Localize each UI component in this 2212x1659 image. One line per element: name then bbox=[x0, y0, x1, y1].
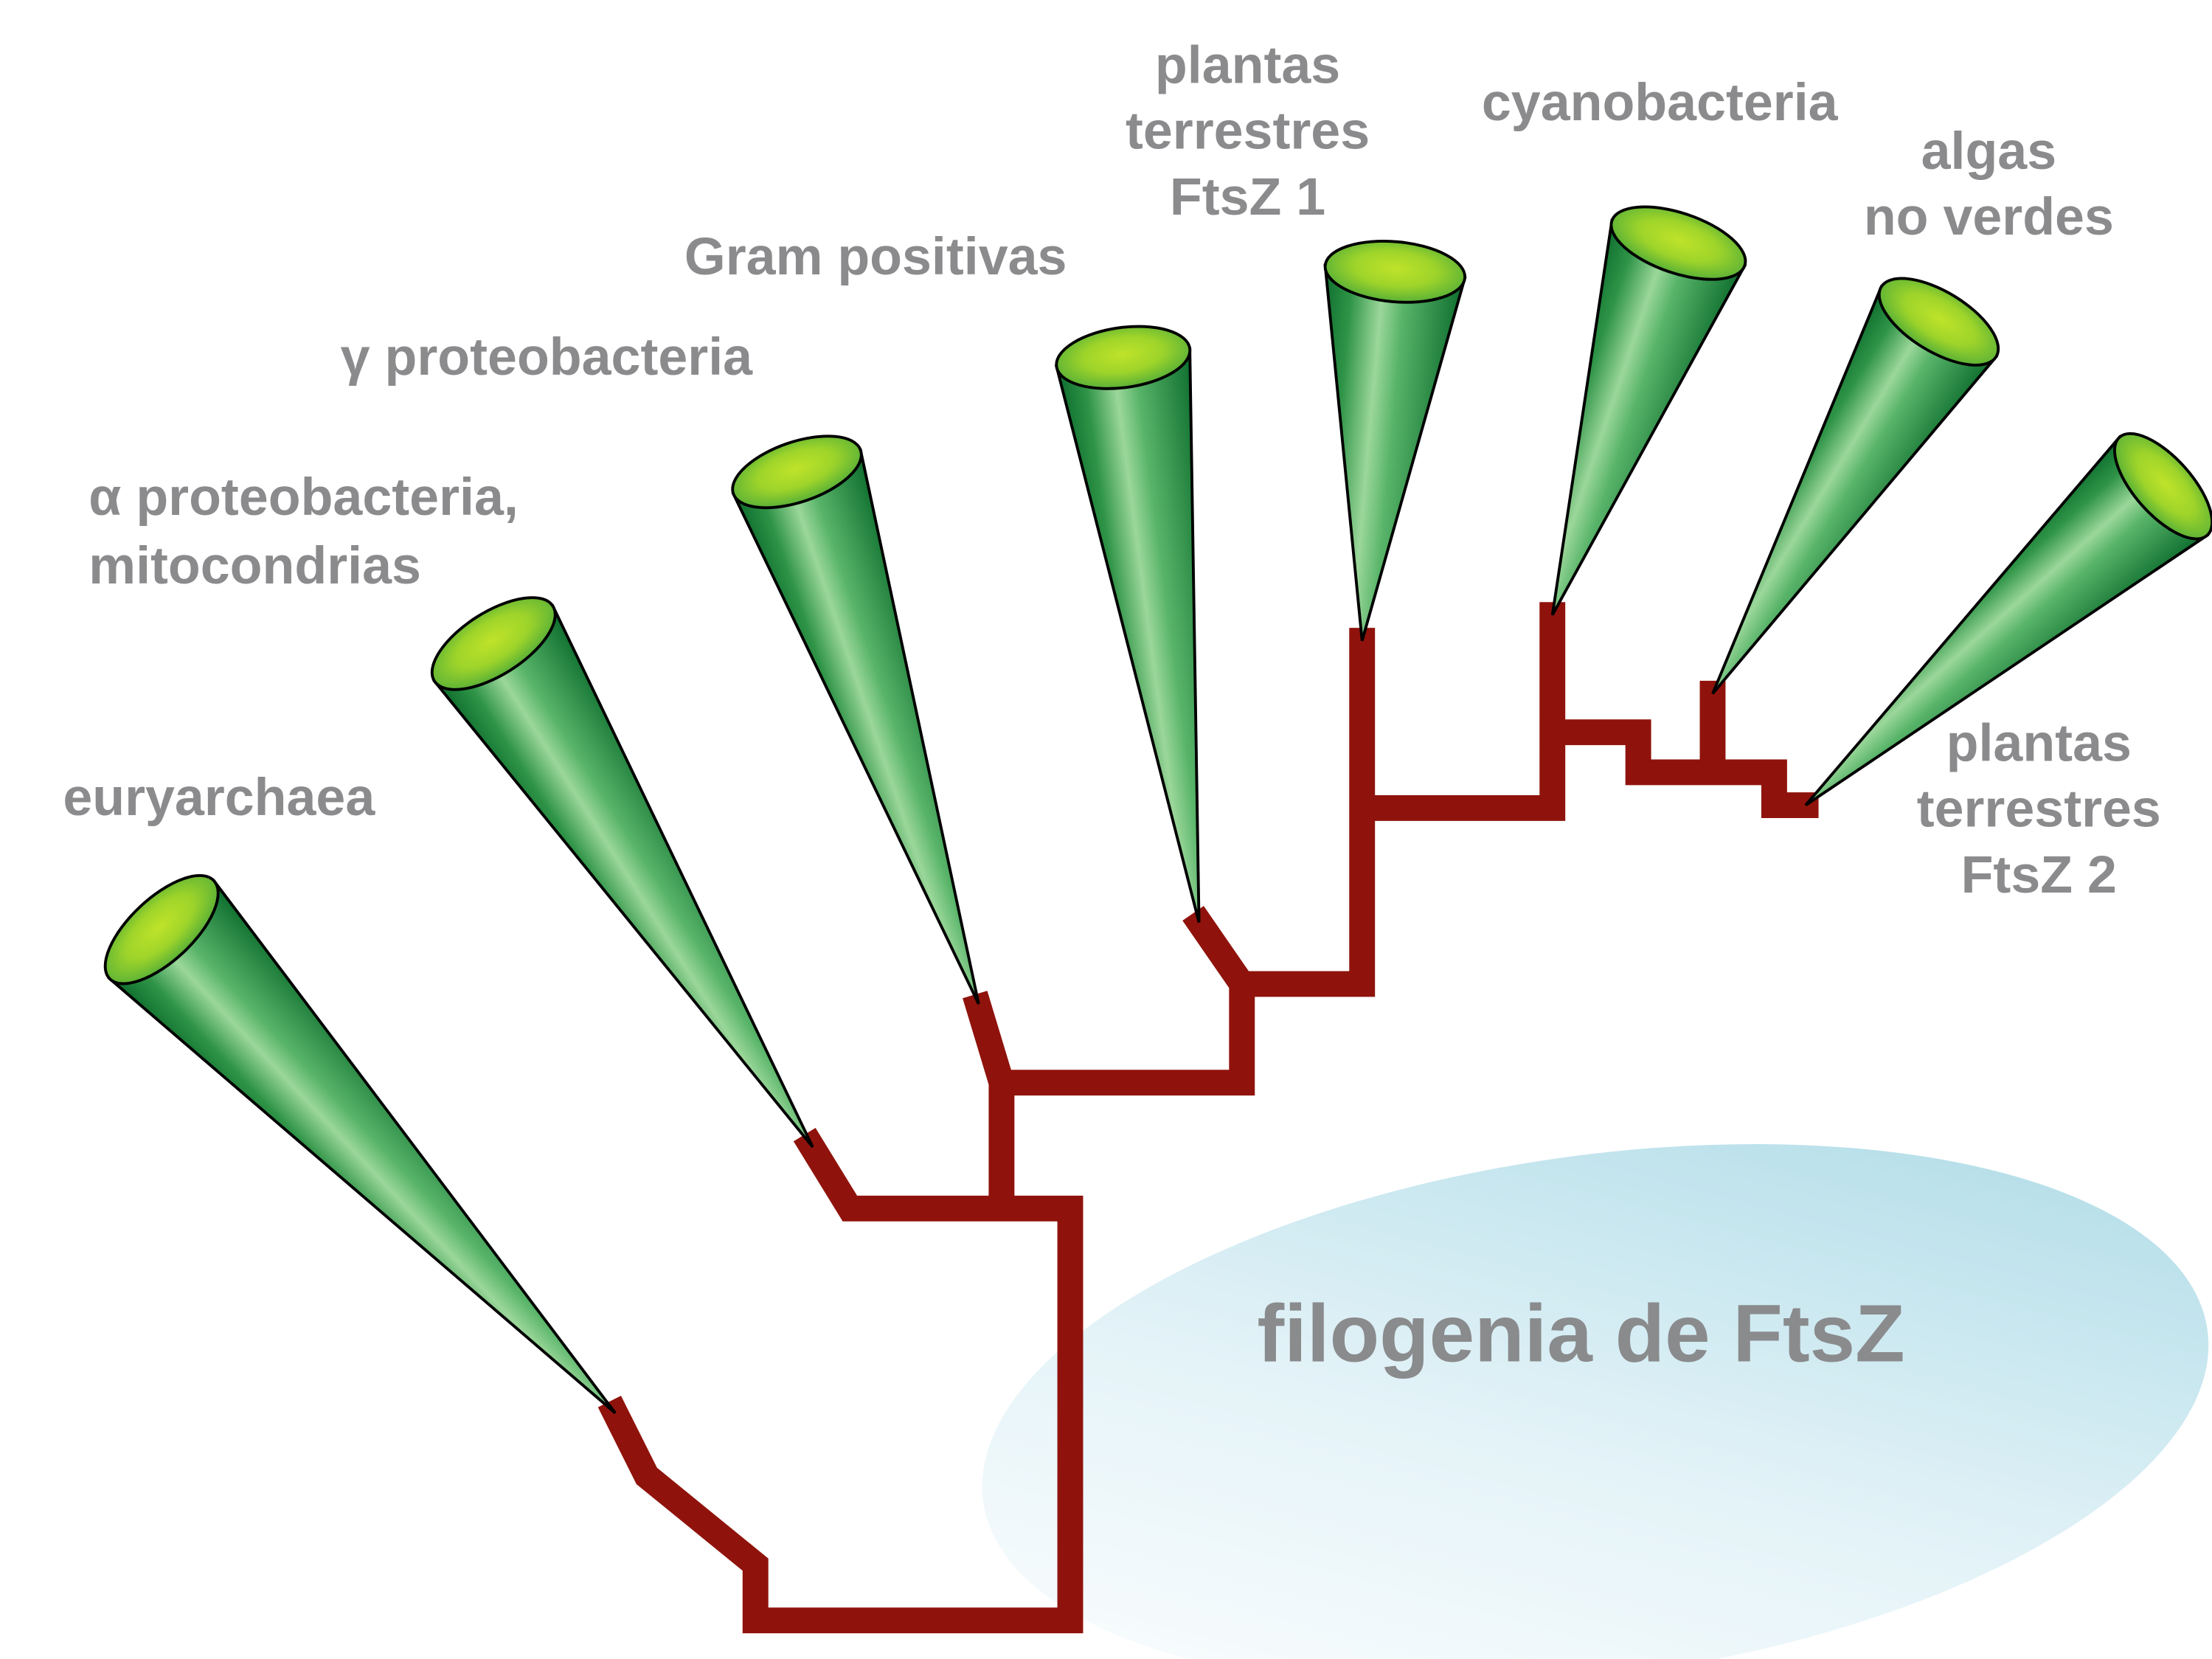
taxon-label-plantas-terrestres-ftsz1-line-0: plantas bbox=[1155, 35, 1340, 94]
taxon-label-algas-no-verdes-line-0: algas bbox=[1921, 122, 2057, 181]
cone-cap-euryarchaea bbox=[103, 874, 220, 986]
cone-gram-positivas bbox=[1054, 347, 1201, 924]
taxon-label-alpha-proteobacteria-line-1: mitocondrias bbox=[89, 536, 421, 595]
cone-cap-algas-no-verdes bbox=[1877, 277, 2000, 367]
cone-euryarchaea bbox=[107, 879, 617, 1414]
taxon-label-plantas-terrestres-ftsz1-line-1: terrestres bbox=[1126, 102, 1370, 161]
cone-cap-gram-positivas bbox=[1055, 325, 1192, 390]
taxon-label-plantas-terrestres-ftsz2-line-1: terrestres bbox=[1917, 780, 2161, 839]
taxon-label-cyanobacteria-line-0: cyanobacteria bbox=[1482, 73, 1839, 132]
taxon-label-gamma-proteobacteria-line-0: γ proteobacteria bbox=[341, 328, 753, 387]
taxon-label-alpha-proteobacteria-line-0: α proteobacteria, bbox=[89, 468, 519, 527]
taxon-label-gram-positivas-line-0: Gram positivas bbox=[684, 227, 1067, 286]
background-ellipse bbox=[982, 1144, 2209, 1659]
cone-cap-plantas-terrestres-ftsz1 bbox=[1323, 240, 1467, 304]
taxon-label-plantas-terrestres-ftsz2-line-0: plantas bbox=[1946, 713, 2132, 772]
taxon-label-plantas-terrestres-ftsz1-line-2: FtsZ 1 bbox=[1170, 167, 1325, 226]
cone-cap-plantas-terrestres-ftsz2 bbox=[2113, 432, 2212, 541]
tree-branches bbox=[597, 602, 1819, 1634]
taxa-cones bbox=[103, 205, 2212, 1414]
cone-alpha-proteobacteria bbox=[432, 603, 814, 1149]
cone-cap-cyanobacteria bbox=[1609, 205, 1747, 281]
cone-plantas-terrestres-ftsz1 bbox=[1323, 263, 1467, 642]
taxon-label-euryarchaea-line-0: euryarchaea bbox=[63, 768, 375, 827]
cone-gamma-proteobacteria bbox=[731, 448, 980, 1005]
cone-cap-alpha-proteobacteria bbox=[430, 596, 557, 691]
cone-cap-gamma-proteobacteria bbox=[731, 434, 863, 510]
taxon-label-algas-no-verdes-line-1: no verdes bbox=[1864, 187, 2114, 246]
taxon-label-plantas-terrestres-ftsz2-line-2: FtsZ 2 bbox=[1961, 845, 2117, 904]
taxa-labels: euryarchaea α proteobacteria, mitocondrias… bbox=[63, 35, 2161, 904]
diagram-title: filogenia de FtsZ bbox=[1257, 1289, 1904, 1379]
